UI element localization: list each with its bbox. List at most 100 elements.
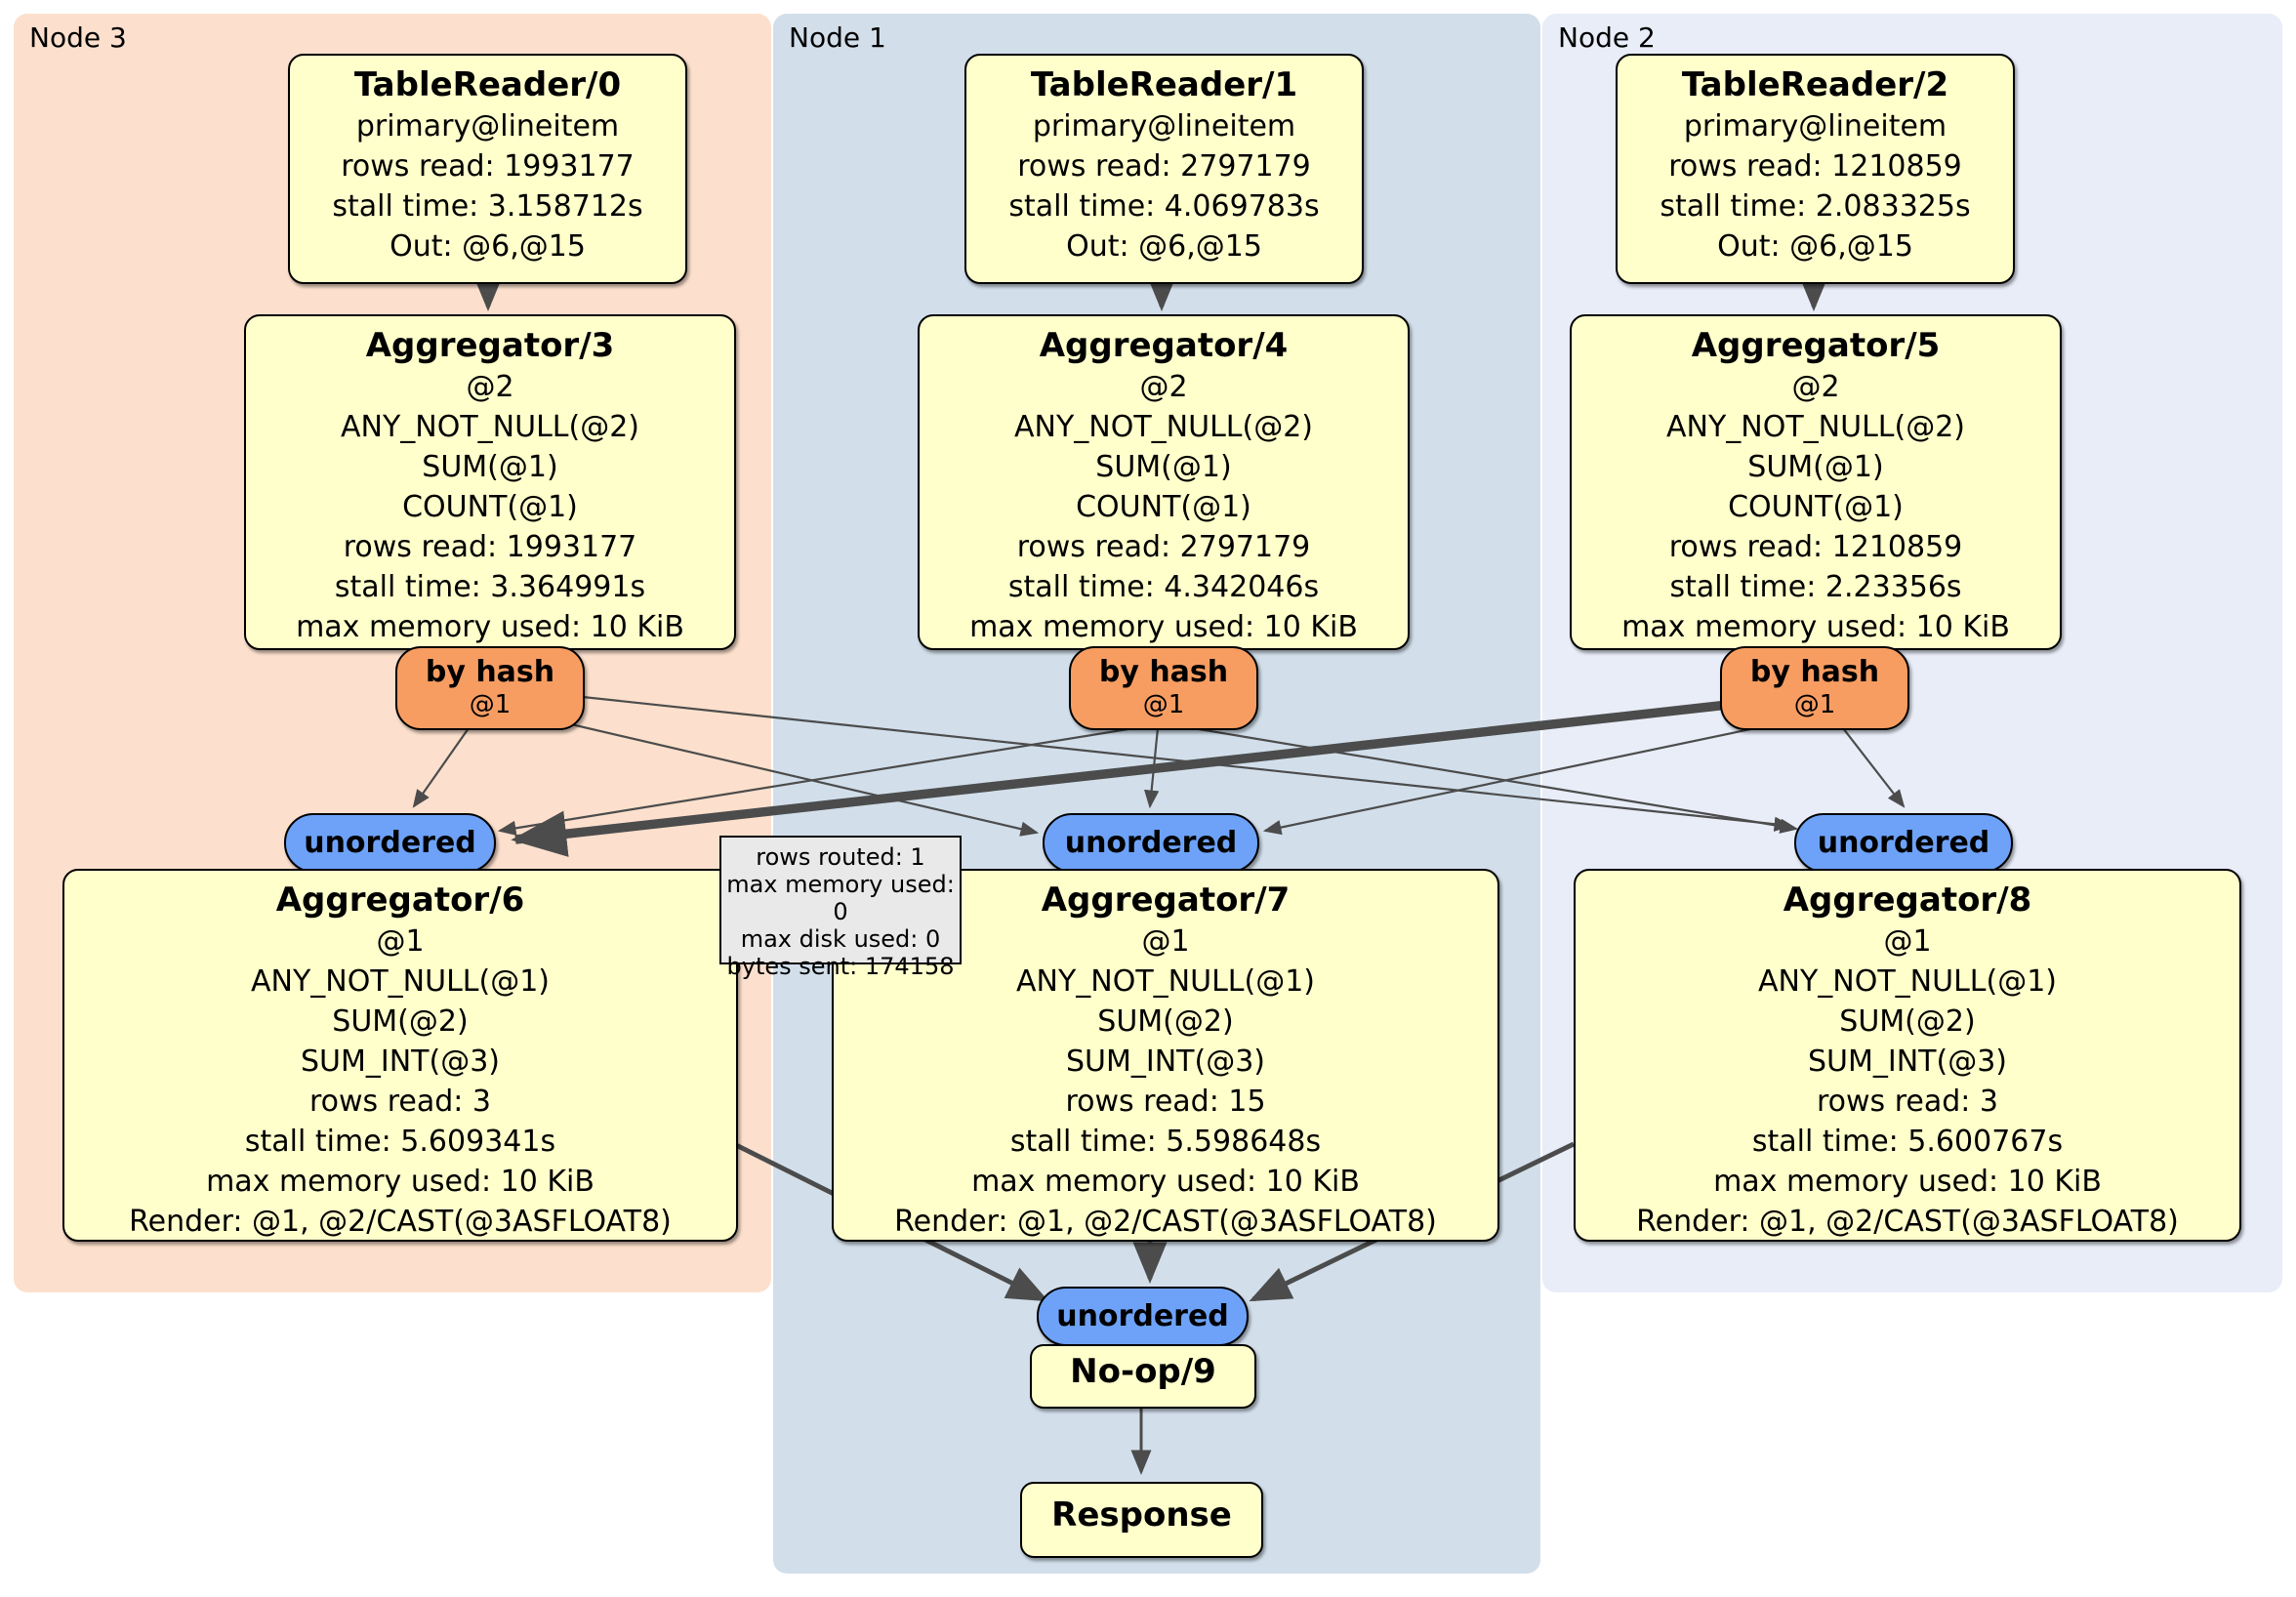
box-line: SUM_INT(@3) [1066,1044,1265,1079]
box-line: Render: @1, @2/CAST(@3ASFLOAT8) [894,1205,1437,1239]
box-line: Render: @1, @2/CAST(@3ASFLOAT8) [129,1205,672,1239]
box-line: rows read: 1210859 [1668,530,1963,564]
box-line: stall time: 2.083325s [1660,189,1971,224]
sync-unordered-7[interactable]: unordered [1043,813,1259,873]
box-line: ANY_NOT_NULL(@2) [341,410,639,444]
box-line: ANY_NOT_NULL(@1) [251,964,550,999]
box-lines: primary@lineitem rows read: 1993177 stall … [290,106,685,266]
box-title: TableReader/0 [353,65,622,104]
box-line: SUM(@2) [332,1004,469,1039]
panel-node1-label: Node 1 [789,21,886,54]
sync-label: unordered [1056,1299,1229,1333]
box-line: ANY_NOT_NULL(@1) [1016,964,1315,999]
router-label: by hash [425,655,555,689]
box-line: stall time: 3.364991s [334,570,646,604]
box-line: max memory used: 10 KiB [1621,610,2010,644]
box-title: Aggregator/5 [1691,326,1941,365]
box-line: COUNT(@1) [402,490,578,524]
box-line: @2 [466,370,514,404]
box-line: SUM_INT(@3) [1808,1044,2007,1079]
box-line: primary@lineitem [1683,109,1948,143]
edge-r4-u8[interactable] [1192,726,1799,834]
box-line: rows read: 2797179 [1016,530,1311,564]
router-label: by hash [1749,655,1880,689]
box-line: rows read: 1993177 [341,149,635,184]
sync-unordered-6[interactable]: unordered [284,813,496,873]
box-title: TableReader/1 [1030,65,1298,104]
box-line: stall time: 4.342046s [1007,570,1320,604]
box-line: ANY_NOT_NULL(@2) [1014,410,1313,444]
box-line: rows routed: 1 [756,843,925,871]
box-line: ANY_NOT_NULL(@1) [1758,964,2057,999]
box-line: rows read: 3 [308,1085,492,1119]
box-line: bytes sent: 174158 [726,953,955,980]
box-line: primary@lineitem [355,109,620,143]
edge-r5-u8[interactable] [1842,727,1906,808]
box-line: SUM(@1) [422,450,558,484]
box-line: max memory used: 10 KiB [1713,1165,2102,1199]
edge-r3-u6[interactable] [412,727,470,808]
box-line: rows read: 15 [1065,1085,1266,1119]
router-label: by hash [1098,655,1229,689]
box-title: No-op/9 [1070,1352,1216,1391]
box-title: Aggregator/6 [275,880,525,920]
box-line: SUM(@1) [1095,450,1232,484]
box-line: max memory used: 0 [726,871,955,925]
box-title: TableReader/2 [1681,65,1949,104]
box-line: stall time: 5.598648s [1009,1125,1322,1159]
box-line: SUM(@1) [1747,450,1884,484]
box-line: rows read: 2797179 [1017,149,1311,184]
edge-r4-u6[interactable] [497,726,1135,836]
box-line: stall time: 2.23356s [1669,570,1962,604]
router-detail: @1 [1793,690,1836,719]
box-line: @1 [1141,924,1190,959]
sync-unordered-9[interactable]: unordered [1037,1287,1249,1346]
node-tablereader-0[interactable]: TableReader/0 primary@lineitem rows read:… [288,54,687,284]
box-line: max disk used: 0 [740,925,941,953]
node-response[interactable]: Response [1020,1482,1263,1558]
box-line: stall time: 3.158712s [332,189,643,224]
box-line: stall time: 5.609341s [244,1125,556,1159]
box-title: Response [1051,1495,1232,1535]
box-title: Aggregator/3 [365,326,615,365]
router-by-hash-3[interactable]: by hash @1 [395,646,585,730]
sync-unordered-8[interactable]: unordered [1794,813,2013,873]
edge-r5-u6-highlighted[interactable] [511,700,1729,857]
box-line: rows read: 1993177 [343,530,637,564]
box-line: Render: @1, @2/CAST(@3ASFLOAT8) [1636,1205,2179,1239]
sync-label: unordered [1064,826,1238,860]
box-line: SUM(@2) [1097,1004,1234,1039]
box-line: stall time: 5.600767s [1751,1125,2064,1159]
box-line: @1 [1883,924,1932,959]
box-line: @2 [1139,370,1188,404]
box-line: SUM(@2) [1839,1004,1976,1039]
box-line: @1 [376,924,425,959]
edge-r5-u7[interactable] [1262,726,1756,836]
sync-label: unordered [304,826,476,860]
box-line: @2 [1791,370,1840,404]
box-line: max memory used: 10 KiB [206,1165,594,1199]
node-noop-9[interactable]: No-op/9 [1030,1344,1256,1409]
edge-r3-u7[interactable] [554,718,1040,837]
router-by-hash-5[interactable]: by hash @1 [1720,646,1909,730]
box-line: max memory used: 10 KiB [969,610,1358,644]
box-title: Aggregator/8 [1783,880,2032,920]
router-detail: @1 [469,690,512,719]
box-line: stall time: 4.069783s [1008,189,1320,224]
router-by-hash-4[interactable]: by hash @1 [1069,646,1258,730]
